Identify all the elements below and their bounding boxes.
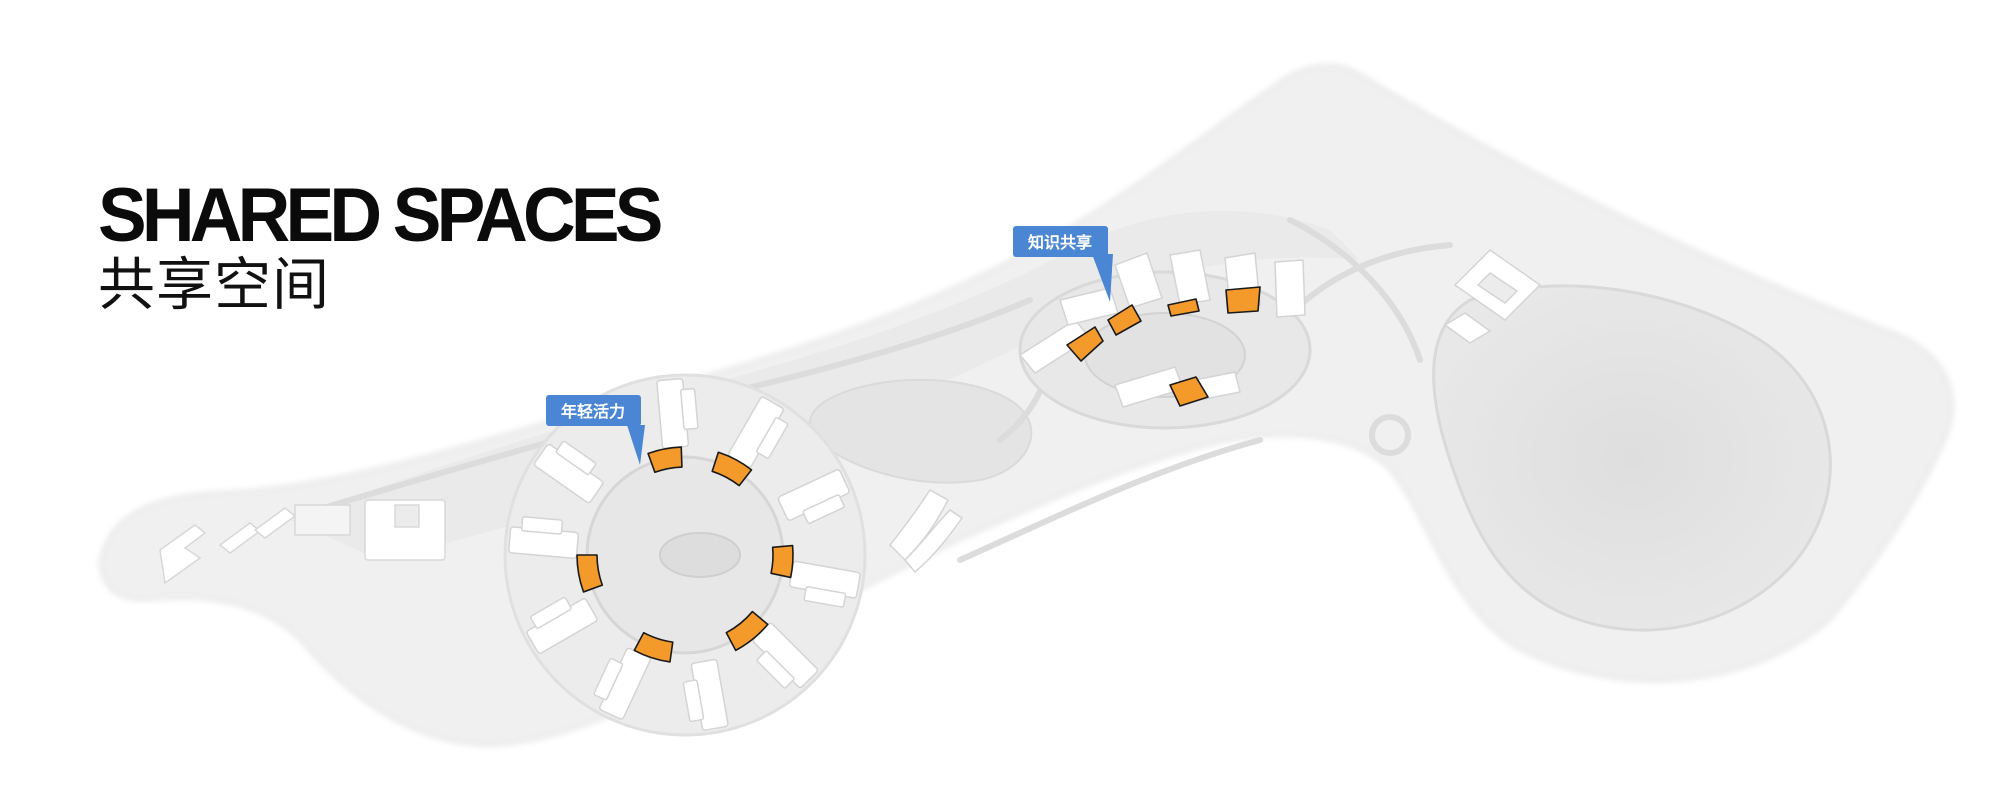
- title-block: SHARED SPACES 共享空间: [98, 178, 682, 316]
- ring-wing-annex: [682, 679, 705, 723]
- pavilion: [1443, 249, 1542, 344]
- callout-youth-label: 年轻活力: [561, 402, 625, 421]
- shared-space-west-3: [770, 544, 794, 579]
- ring-wing-annex: [520, 516, 564, 535]
- east-shared-spaces: [1066, 286, 1261, 407]
- west-buildings: [159, 499, 446, 585]
- shared-space-east-5: [1169, 376, 1209, 407]
- lake: [1432, 284, 1832, 632]
- shared-space-east-1: [1066, 326, 1104, 362]
- connector-buildings: [888, 489, 964, 574]
- shared-space-west-1: [647, 446, 683, 474]
- ring-wing-annex: [530, 596, 572, 629]
- ring-wing-annex: [802, 494, 845, 525]
- callout-knowledge-label: 知识共享: [1028, 233, 1092, 252]
- ring-wing-annex: [756, 650, 795, 689]
- shared-space-east-3: [1167, 298, 1200, 317]
- ring-wing-annex: [679, 387, 699, 431]
- west-ring-campus: [503, 373, 867, 737]
- ring-wing-annex: [803, 586, 847, 608]
- callout-knowledge: 知识共享: [1013, 226, 1113, 302]
- ring-wing-annex: [593, 658, 624, 701]
- shared-space-west-2: [711, 451, 753, 487]
- shared-space-west-5: [633, 631, 674, 663]
- shared-space-west-6: [576, 554, 604, 593]
- ring-wing-annex: [756, 417, 789, 459]
- callout-youth: 年轻活力: [546, 395, 645, 465]
- title-english: SHARED SPACES: [98, 173, 663, 258]
- shared-space-east-4: [1225, 286, 1261, 314]
- west-shared-spaces: [576, 446, 794, 663]
- ring-wing-annex: [555, 440, 597, 476]
- shared-space-east-2: [1107, 304, 1142, 336]
- shared-space-west-4: [725, 610, 769, 652]
- title-chinese: 共享空间: [98, 252, 330, 318]
